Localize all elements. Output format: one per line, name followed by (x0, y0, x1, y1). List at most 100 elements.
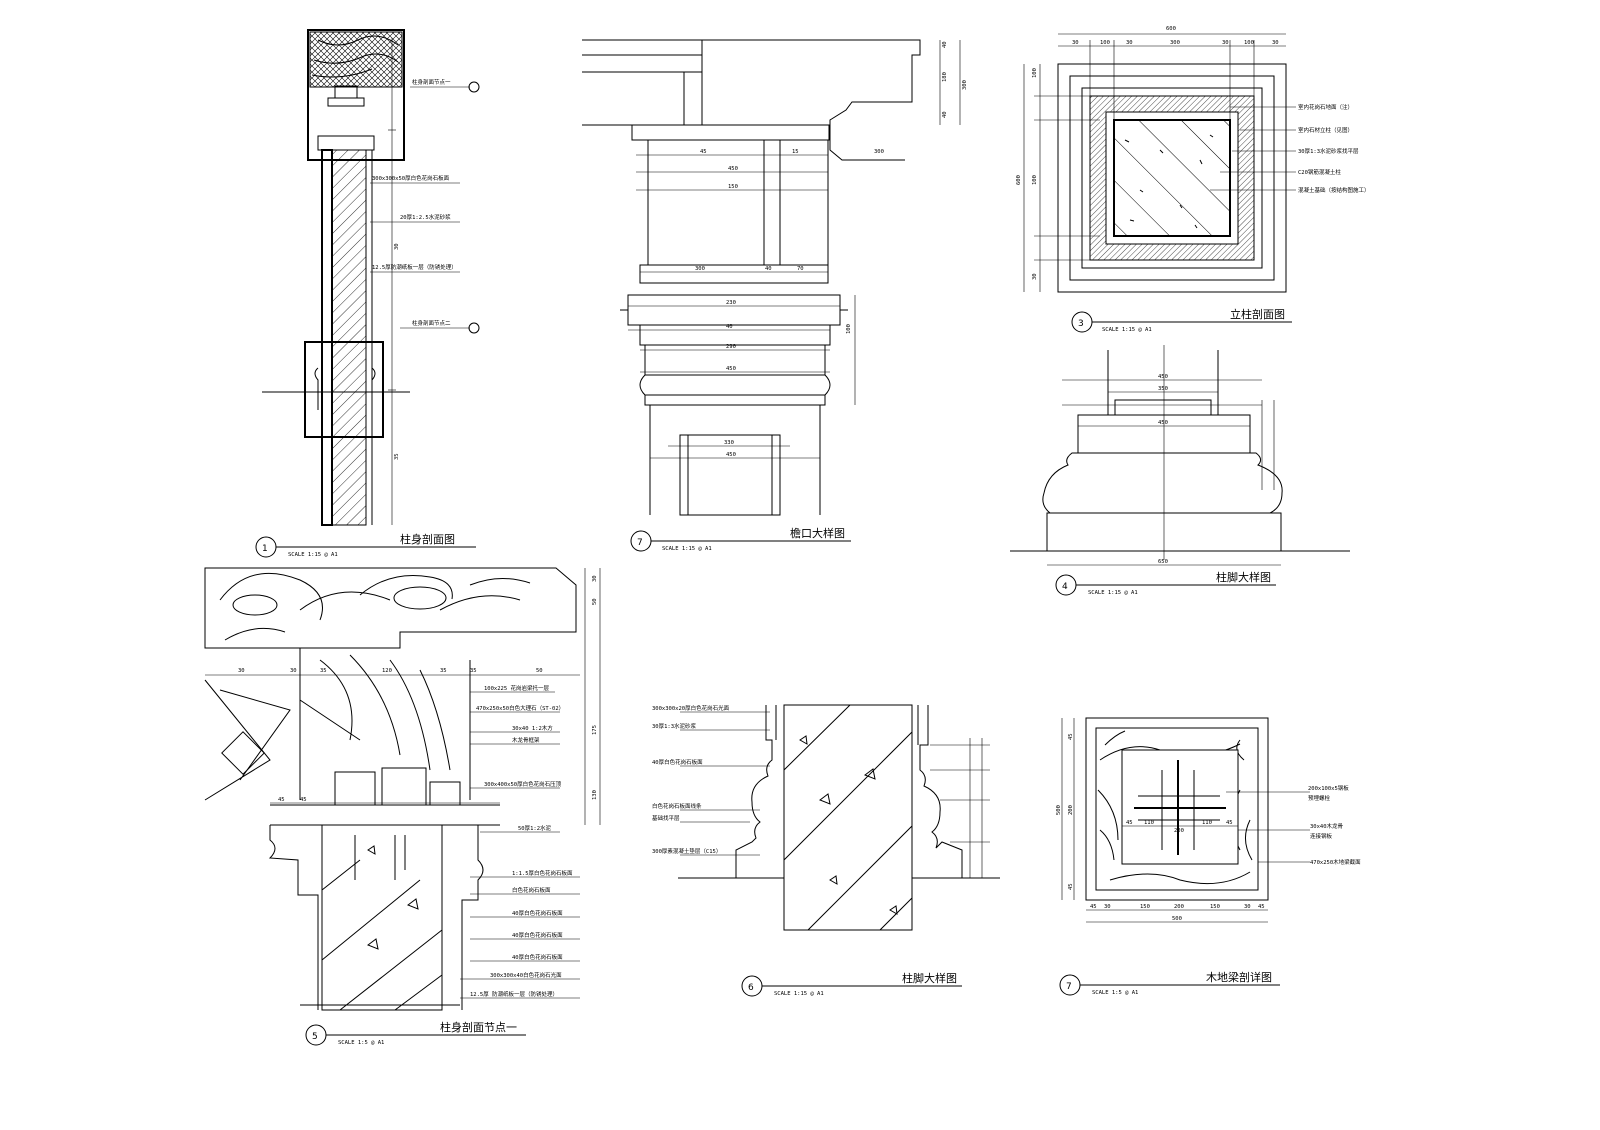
callout-column-section-1: 柱身剖面节点一 (412, 78, 451, 86)
detail-4-scale: SCALE 1:15 @ A1 (1088, 590, 1138, 596)
dim-7-0: 40 (942, 41, 948, 48)
note-plan-5: 混凝土基础（按结构图施工） (1298, 186, 1370, 194)
dim-7-11: 40 (765, 266, 772, 272)
dim-3-1: 30 (1072, 40, 1079, 46)
detail-3-column-plan: 600 30 100 30 300 30 100 30 600 100 100 … (1016, 26, 1370, 333)
dim-3-0: 600 (1166, 26, 1176, 32)
node-notes: 100x225 花岗岩梁托一层 470x250x50白色大理石（ST-02） 3… (460, 684, 580, 999)
detail-4-column-base: 450 350 450 650 4 柱脚大样图 SCALE 1:15 @ A1 (1010, 345, 1350, 596)
dim-5-t9: 35 (440, 668, 447, 674)
detail-3-number: 3 (1078, 319, 1084, 329)
note-node-11: 300x300x40白色花岗石光面 (490, 971, 562, 979)
dim-5-1: 50 (592, 598, 598, 605)
dim-detail1-b: 35 (394, 453, 400, 460)
dim-detail1-a: 30 (394, 243, 400, 250)
note-node-7: 白色花岗石板面 (512, 886, 551, 894)
dim-5-t3: 35 (320, 668, 327, 674)
dim-7-25: 330 (724, 440, 734, 446)
dim-7-17: 290 (726, 344, 736, 350)
dim-3-11: 30 (1032, 273, 1038, 280)
detail-5-scale: SCALE 1:5 @ A1 (338, 1040, 384, 1046)
dim-7b-3: 200 (1174, 904, 1184, 910)
dim-7-9: 150 (728, 184, 738, 190)
detail-3-scale: SCALE 1:15 @ A1 (1102, 327, 1152, 333)
dim-7b-12: 110 (1144, 820, 1154, 826)
dim-5-t10: 50 (536, 668, 543, 674)
note-node-1: 470x250x50白色大理石（ST-02） (476, 704, 564, 712)
dim-5-t8: 35 (470, 668, 477, 674)
detail-4-title: 柱脚大样图 (1216, 570, 1271, 584)
detail-7b-number: 7 (1066, 982, 1072, 992)
dim-3-12: 100 (1032, 175, 1038, 185)
detail-6-title: 柱脚大样图 (902, 971, 957, 985)
note-column-section-1: 300x300x50厚白色花岗石板面 (372, 174, 450, 182)
note-column-section-2: 20厚1:2.5水泥砂浆 (400, 213, 451, 221)
dim-7-1: 180 (942, 72, 948, 82)
dim-7-10: 300 (695, 266, 705, 272)
dim-7-22: 100 (846, 324, 852, 334)
note-beam-4: 470x250木地梁截面 (1310, 858, 1361, 866)
dim-3-7: 30 (1272, 40, 1279, 46)
note-node-8: 40厚白色花岗石板面 (512, 909, 563, 917)
detail-7-number: 7 (637, 538, 643, 548)
note-foot-4: 基础找平层 (652, 814, 680, 822)
detail-5-title: 柱身剖面节点一 (440, 1020, 517, 1034)
note-node-3: 木龙骨框架 (512, 736, 540, 744)
dim-5-t0: 30 (238, 668, 245, 674)
dim-7-3: 300 (962, 80, 968, 90)
dim-3-6: 100 (1244, 40, 1254, 46)
dim-5-5: 175 (592, 725, 598, 735)
detail-6-column-foot: 300x300x20厚白色花岗石光面 30厚1:3水泥砂浆 40厚白色花岗石板面… (652, 704, 1000, 997)
dim-7-26: 450 (726, 452, 736, 458)
dim-7-16: 40 (726, 324, 733, 330)
dim-4-3: 450 (1158, 420, 1168, 426)
detail-7b-title: 木地梁剖详图 (1206, 970, 1272, 984)
dim-7b-10: 45 (1068, 883, 1074, 890)
dim-7b-15: 45 (1226, 820, 1233, 826)
dim-3-2: 100 (1100, 40, 1110, 46)
dim-5-7: 45 (300, 797, 307, 803)
dim-7b-2: 150 (1140, 904, 1150, 910)
note-node-6: 1:1.5厚白色花岗石板面 (512, 869, 573, 877)
dim-3-4: 300 (1170, 40, 1180, 46)
detail-1-title: 柱身剖面图 (400, 532, 455, 546)
dim-7b-7: 500 (1172, 916, 1182, 922)
note-plan-2: 室内石材立柱（见图） (1298, 126, 1353, 134)
note-plan-3: 30厚1:3水泥砂浆找平层 (1298, 147, 1359, 155)
dim-5-11: 130 (592, 790, 598, 800)
dim-7b-0: 45 (1090, 904, 1097, 910)
dim-7-2: 40 (942, 111, 948, 118)
note-beam-0: 200x100x5钢板 (1308, 784, 1349, 792)
dim-7b-4: 150 (1210, 904, 1220, 910)
detail-1-scale: SCALE 1:15 @ A1 (288, 552, 338, 558)
note-node-2: 30x40 1:2木方 (512, 724, 553, 732)
note-foot-2: 40厚白色花岗石板面 (652, 758, 703, 766)
dim-7b-9: 200 (1068, 805, 1074, 815)
note-node-4: 300x400x50厚白色花岗石压顶 (484, 780, 562, 788)
dim-7-6: 300 (874, 149, 884, 155)
dim-7b-13: 200 (1174, 828, 1184, 834)
detail-6-scale: SCALE 1:15 @ A1 (774, 991, 824, 997)
callout-column-section-2: 柱身剖面节点二 (412, 319, 451, 327)
note-node-9: 40厚白色花岗石板面 (512, 931, 563, 939)
dim-5-0: 30 (592, 575, 598, 582)
note-node-10: 40厚白色花岗石板面 (512, 953, 563, 961)
note-foot-5: 300厚素混凝土垫层（C15） (652, 847, 721, 855)
note-foot-3: 白色花岗石板面线条 (652, 802, 702, 810)
dim-7b-5: 30 (1244, 904, 1251, 910)
dim-7-12: 70 (797, 266, 804, 272)
dim-7b-6: 45 (1258, 904, 1265, 910)
detail-4-number: 4 (1062, 582, 1068, 592)
detail-7b-scale: SCALE 1:5 @ A1 (1092, 990, 1138, 996)
dim-4-0: 350 (1158, 386, 1168, 392)
detail-7-scale: SCALE 1:15 @ A1 (662, 546, 712, 552)
dim-3-5: 30 (1222, 40, 1229, 46)
dim-7b-14: 110 (1202, 820, 1212, 826)
dim-7-13: 230 (726, 300, 736, 306)
note-plan-4: C20钢筋混凝土柱 (1298, 168, 1341, 176)
detail-6-number: 6 (748, 983, 754, 993)
note-foot-1: 30厚1:3水泥砂浆 (652, 722, 697, 730)
dim-7b-8: 45 (1068, 733, 1074, 740)
dim-7b-l7: 500 (1056, 805, 1062, 815)
